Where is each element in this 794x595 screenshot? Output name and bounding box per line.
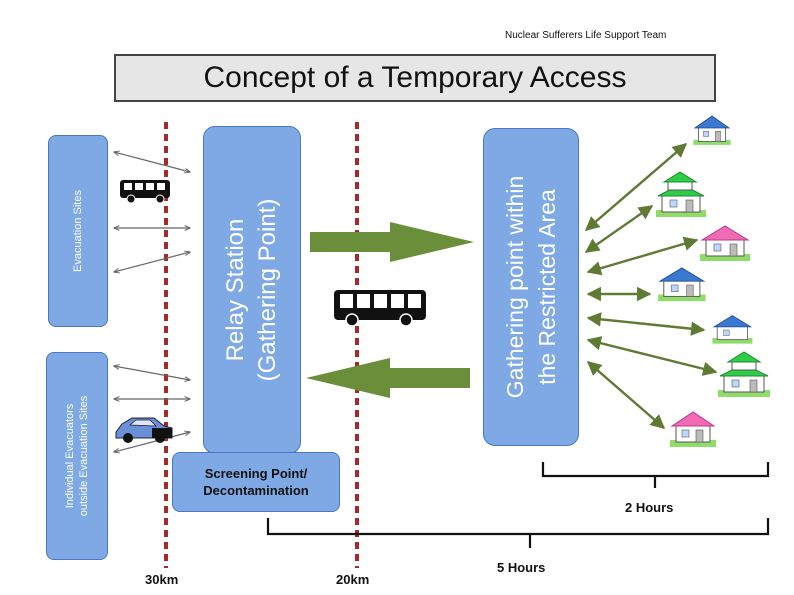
distance-30km-label: 30km: [145, 572, 179, 587]
individual-line-1: Individual Evacuators: [64, 403, 76, 509]
brace-2-hours: [541, 462, 770, 488]
house-icon: [700, 225, 750, 261]
relay-line-2: (Gathering Point): [254, 198, 281, 382]
car-icon: [115, 417, 173, 443]
gather-line-1: Gathering point within: [502, 175, 528, 399]
screening-line-1: Screening Point/: [204, 466, 308, 481]
duration-2-hours-label: 2 Hours: [625, 500, 674, 515]
brace-5-hours: [266, 518, 770, 548]
evacuation-arrows: [114, 152, 190, 452]
individual-line-2: outside Evacuation Sites: [78, 395, 90, 517]
bus-icon: [120, 180, 170, 204]
evacuation-sites-label: Evacuation Sites: [72, 190, 84, 272]
house-icon: [658, 267, 706, 302]
house-icon: [693, 115, 731, 145]
relay-station-label: Relay Station (Gathering Point): [220, 199, 284, 382]
individual-evacuators-label: Individual Evacuators outside Evacuation…: [63, 396, 91, 516]
gathering-point-label: Gathering point within the Restricted Ar…: [499, 176, 563, 398]
screening-point-box: Screening Point/ Decontamination: [172, 452, 340, 512]
gathering-point-box: Gathering point within the Restricted Ar…: [483, 128, 579, 446]
team-name: Nuclear Sufferers Life Support Team: [505, 30, 667, 41]
gather-line-2: the Restricted Area: [534, 189, 560, 385]
house-icon: [670, 411, 716, 447]
evacuation-sites-box: Evacuation Sites: [48, 135, 108, 327]
big-arrow-right: [310, 222, 474, 262]
house-icon: [712, 315, 753, 344]
bus-icon: [334, 290, 426, 327]
house-icon: [656, 171, 706, 217]
page-title: Concept of a Temporary Access: [114, 54, 716, 102]
individual-evacuators-box: Individual Evacuators outside Evacuation…: [46, 352, 108, 560]
big-arrow-left: [306, 358, 470, 398]
relay-station-box: Relay Station (Gathering Point): [203, 126, 301, 454]
distance-20km-label: 20km: [336, 572, 370, 587]
house-arrows: [584, 143, 718, 429]
duration-5-hours-label: 5 Hours: [497, 560, 546, 575]
screening-line-2: Decontamination: [203, 483, 309, 498]
house-icon: [718, 351, 770, 397]
relay-line-1: Relay Station: [222, 218, 249, 362]
